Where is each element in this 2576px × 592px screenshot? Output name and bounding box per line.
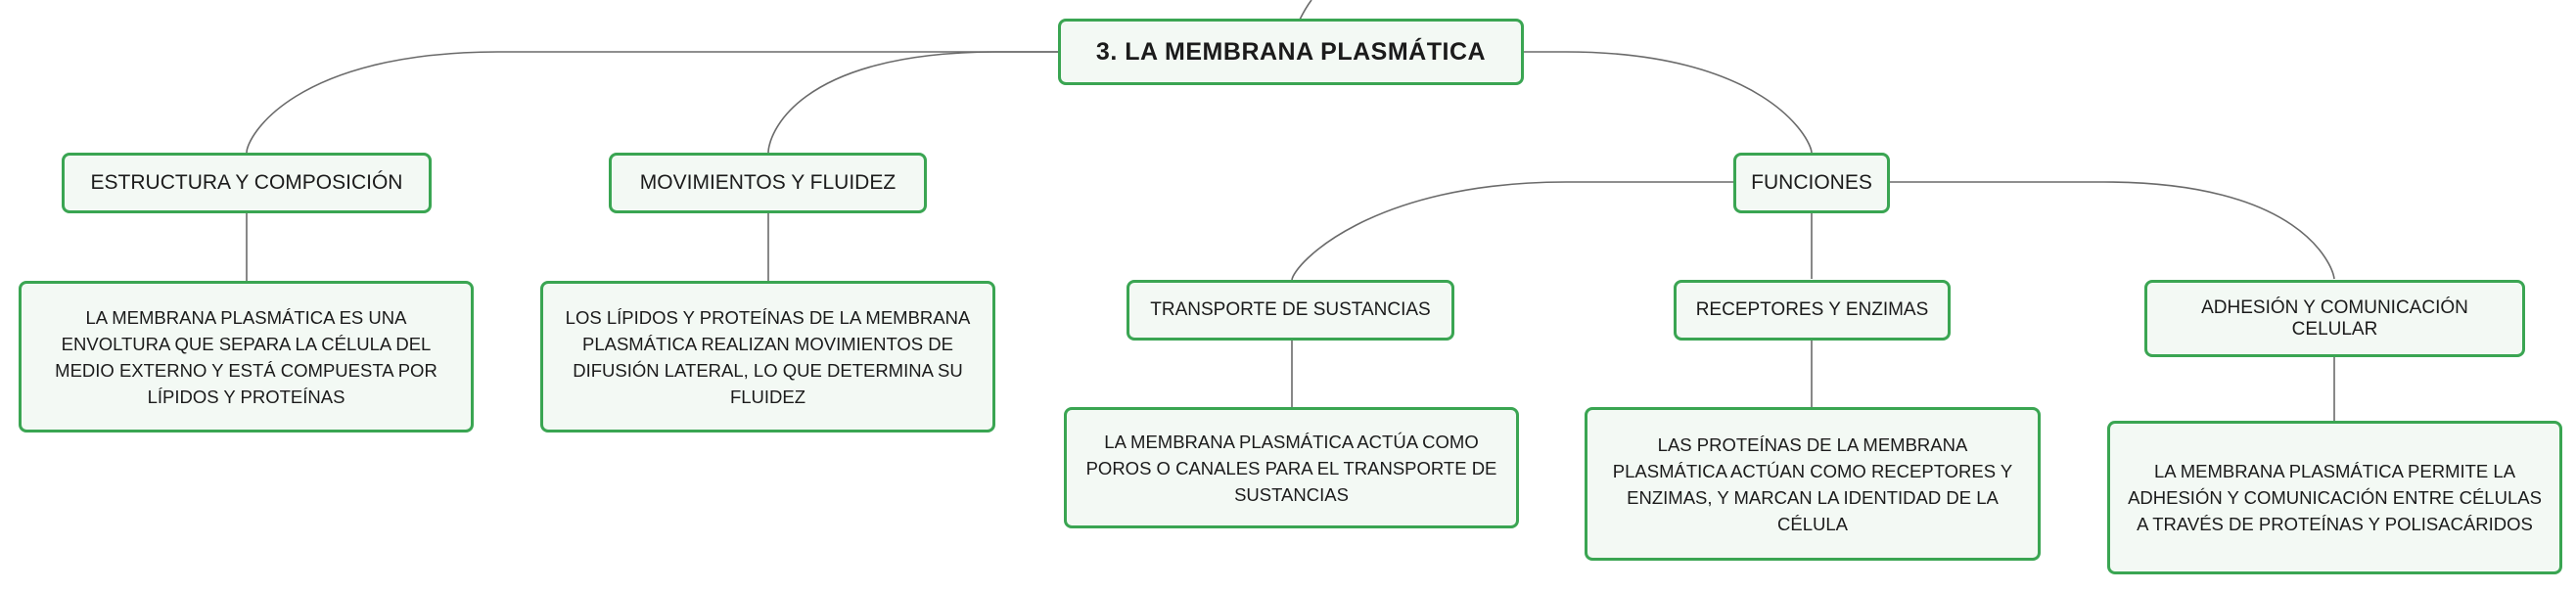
subtopic-adhesion-comunicacion-label: ADHESIÓN Y COMUNICACIÓN CELULAR [2201, 296, 2468, 340]
detail-transporte-sustancias[interactable]: LA MEMBRANA PLASMÁTICA ACTÚA COMO POROS … [1064, 407, 1519, 528]
connector-root-estructura [246, 51, 1060, 154]
detail-estructura-composicion-text: LA MEMBRANA PLASMÁTICA ES UNA ENVOLTURA … [55, 306, 437, 407]
detail-adhesion-comunicacion-text: LA MEMBRANA PLASMÁTICA PERMITE LA ADHESI… [2128, 461, 2542, 534]
detail-movimientos-fluidez-text: LOS LÍPIDOS Y PROTEÍNAS DE LA MEMBRANA P… [565, 306, 971, 407]
subtopic-adhesion-comunicacion[interactable]: ADHESIÓN Y COMUNICACIÓN CELULAR [2144, 280, 2525, 357]
root-node-label: 3. LA MEMBRANA PLASMÁTICA [1095, 37, 1487, 66]
detail-receptores-enzimas[interactable]: LAS PROTEÍNAS DE LA MEMBRANA PLASMÁTICA … [1585, 407, 2041, 561]
detail-adhesion-comunicacion[interactable]: LA MEMBRANA PLASMÁTICA PERMITE LA ADHESI… [2107, 421, 2562, 574]
subtopic-receptores-enzimas[interactable]: RECEPTORES Y ENZIMAS [1674, 280, 1951, 341]
topic-funciones[interactable]: FUNCIONES [1733, 153, 1890, 213]
topic-movimientos-fluidez[interactable]: MOVIMIENTOS Y FLUIDEZ [609, 153, 927, 213]
connector-funciones-transporte [1291, 181, 1733, 281]
detail-movimientos-fluidez[interactable]: LOS LÍPIDOS Y PROTEÍNAS DE LA MEMBRANA P… [540, 281, 995, 433]
root-node[interactable]: 3. LA MEMBRANA PLASMÁTICA [1058, 19, 1524, 85]
detail-estructura-composicion[interactable]: LA MEMBRANA PLASMÁTICA ES UNA ENVOLTURA … [19, 281, 474, 433]
connector-root-funciones [1522, 51, 1813, 154]
topic-funciones-label: FUNCIONES [1751, 171, 1872, 194]
detail-transporte-sustancias-text: LA MEMBRANA PLASMÁTICA ACTÚA COMO POROS … [1085, 431, 1497, 505]
detail-receptores-enzimas-text: LAS PROTEÍNAS DE LA MEMBRANA PLASMÁTICA … [1612, 433, 2013, 534]
connector-root-movimientos [767, 51, 1060, 154]
topic-movimientos-fluidez-label: MOVIMIENTOS Y FLUIDEZ [639, 171, 897, 194]
connector-funciones-adhesion [1890, 181, 2335, 280]
connector-root-parent [1299, 0, 1312, 21]
topic-estructura-composicion[interactable]: ESTRUCTURA Y COMPOSICIÓN [62, 153, 432, 213]
topic-estructura-composicion-label: ESTRUCTURA Y COMPOSICIÓN [90, 171, 403, 194]
subtopic-receptores-enzimas-label: RECEPTORES Y ENZIMAS [1695, 299, 1929, 320]
subtopic-transporte-sustancias[interactable]: TRANSPORTE DE SUSTANCIAS [1127, 280, 1454, 341]
subtopic-transporte-sustancias-label: TRANSPORTE DE SUSTANCIAS [1150, 299, 1431, 320]
